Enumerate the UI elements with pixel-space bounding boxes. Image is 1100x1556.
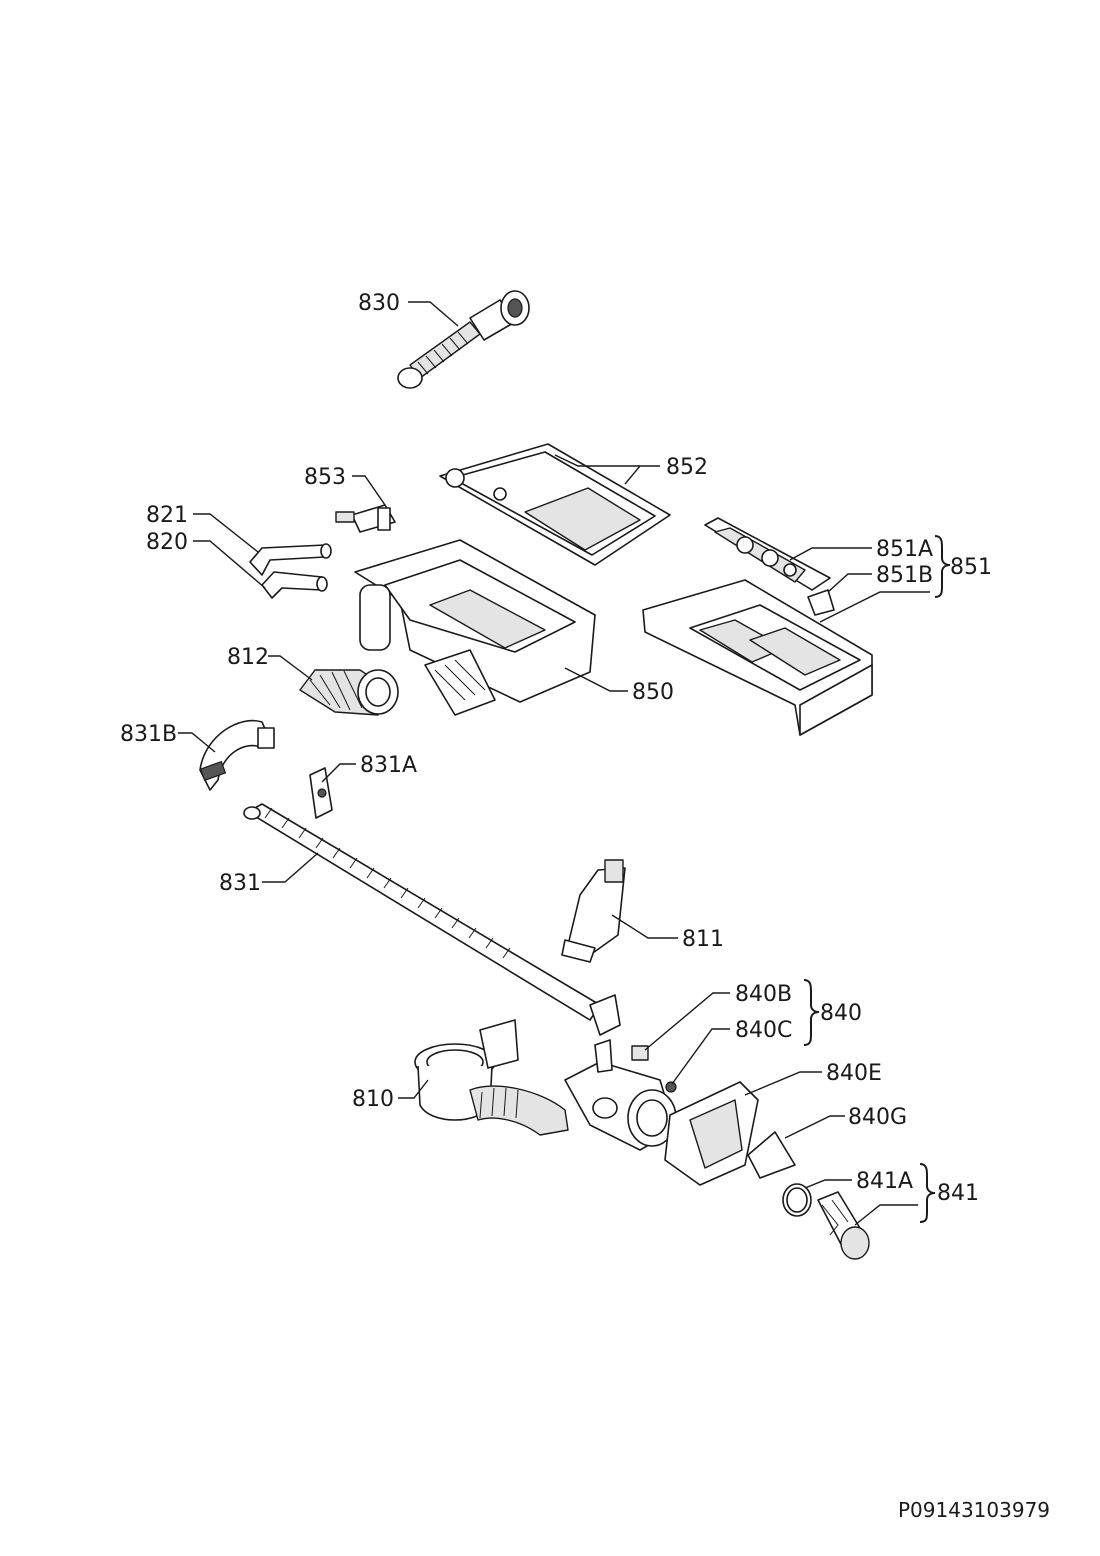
label-831B: 831B (120, 722, 177, 747)
label-820: 820 (146, 530, 188, 555)
part-853-valve[interactable] (335, 504, 396, 533)
label-840E: 840E (826, 1061, 882, 1086)
label-840C: 840C (735, 1018, 792, 1043)
label-840G: 840G (848, 1105, 907, 1130)
part-810-sump[interactable] (414, 1019, 569, 1136)
label-840B: 840B (735, 982, 792, 1007)
part-851-detergent-drawer[interactable] (642, 579, 873, 736)
label-811: 811 (682, 927, 724, 952)
part-840-drain-pump[interactable] (564, 1039, 677, 1151)
part-840G-flap[interactable] (747, 1131, 796, 1179)
part-840C-screw[interactable] (665, 1081, 677, 1093)
part-831A-clamp[interactable] (309, 767, 333, 819)
grouping-braces (803, 535, 951, 1223)
label-830: 830 (358, 291, 400, 316)
document-code: P09143103979 (898, 1498, 1051, 1522)
part-840B-seal[interactable] (631, 1045, 649, 1061)
label-851A: 851A (876, 537, 933, 562)
part-851A-drawer-insert[interactable] (704, 517, 831, 591)
part-811-tube[interactable] (561, 859, 626, 963)
label-831A: 831A (360, 753, 417, 778)
label-810: 810 (352, 1087, 394, 1112)
label-851: 851 (950, 555, 992, 580)
label-841A: 841A (856, 1169, 913, 1194)
label-853: 853 (304, 465, 346, 490)
label-841: 841 (937, 1181, 979, 1206)
leader-lines (178, 301, 930, 1226)
label-812: 812 (227, 645, 269, 670)
part-830-inlet-hose[interactable] (397, 290, 530, 389)
part-831B-hose-guide[interactable] (199, 719, 275, 791)
label-852: 852 (666, 455, 708, 480)
part-820-hose[interactable] (261, 571, 328, 599)
part-850-dispenser-housing[interactable] (354, 539, 596, 716)
part-821-hose[interactable] (249, 543, 332, 576)
part-841A-o-ring[interactable] (782, 1183, 812, 1217)
part-831-drain-hose[interactable] (243, 803, 621, 1036)
label-840: 840 (820, 1001, 862, 1026)
label-821: 821 (146, 503, 188, 528)
part-812-bellows[interactable] (299, 669, 399, 716)
label-850: 850 (632, 680, 674, 705)
part-840E-pump-cover[interactable] (664, 1081, 759, 1186)
part-labels: 830 852 853 821 820 851A 851B 851 812 85… (120, 291, 992, 1206)
part-852-cover-plate[interactable] (439, 443, 671, 566)
part-851B-drawer-clip[interactable] (807, 589, 835, 616)
label-831: 831 (219, 871, 261, 896)
part-841-pump-filter[interactable] (817, 1191, 870, 1260)
label-851B: 851B (876, 563, 933, 588)
